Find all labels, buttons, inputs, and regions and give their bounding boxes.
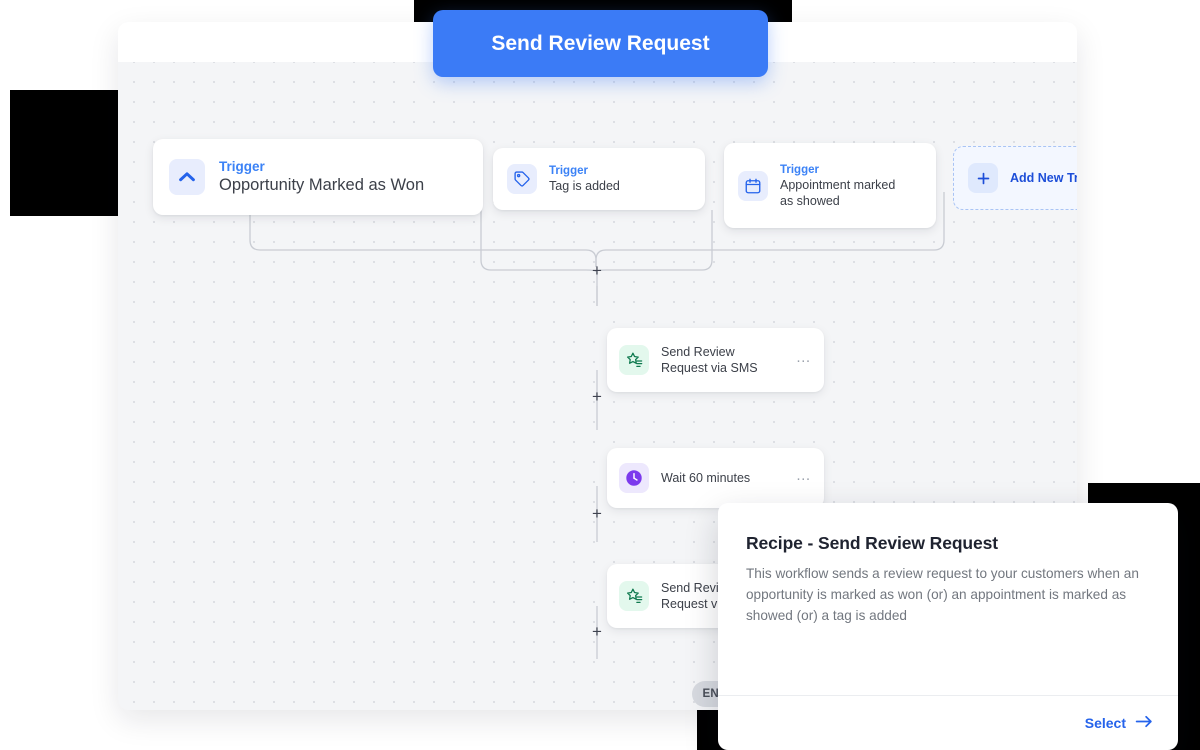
plus-icon bbox=[968, 163, 998, 193]
send-review-request-button[interactable]: Send Review Request bbox=[433, 10, 768, 77]
trigger-name: Opportunity Marked as Won bbox=[219, 175, 425, 194]
trigger-label: Trigger bbox=[219, 158, 265, 174]
tag-icon bbox=[507, 164, 537, 194]
trigger-card-opportunity-won[interactable]: Trigger Opportunity Marked as Won bbox=[153, 139, 483, 215]
add-new-trigger-label: Add New Trigger bbox=[1010, 171, 1077, 185]
add-new-trigger-button[interactable]: Add New Trigger bbox=[953, 146, 1077, 210]
recipe-description: This workflow sends a review request to … bbox=[746, 566, 1139, 623]
trigger-name: Appointment marked as showed bbox=[780, 177, 896, 208]
add-step-plus-2[interactable]: + bbox=[592, 387, 602, 406]
recipe-body: Recipe - Send Review Request This workfl… bbox=[718, 503, 1178, 626]
action-node-wait[interactable]: Wait 60 minutes … bbox=[607, 448, 824, 508]
trigger-label: Trigger bbox=[549, 165, 588, 177]
select-label: Select bbox=[1084, 715, 1126, 731]
recipe-panel: Recipe - Send Review Request This workfl… bbox=[718, 503, 1178, 750]
trigger-name: Tag is added bbox=[549, 179, 620, 193]
node-more-options-icon[interactable]: … bbox=[795, 466, 812, 484]
review-star-icon bbox=[619, 581, 649, 611]
action-node-label: Send Review Request via SMS bbox=[661, 345, 758, 375]
action-node-send-review-sms[interactable]: Send Review Request via SMS … bbox=[607, 328, 824, 392]
add-step-plus-4[interactable]: + bbox=[592, 622, 602, 641]
decorative-black-block-left bbox=[10, 90, 118, 216]
recipe-footer: Select bbox=[718, 695, 1178, 750]
calendar-icon bbox=[738, 170, 768, 201]
arrow-right-icon bbox=[1135, 714, 1154, 732]
recipe-title: Recipe - Send Review Request bbox=[746, 533, 999, 553]
trigger-label: Trigger bbox=[780, 163, 819, 176]
clock-icon bbox=[619, 463, 649, 493]
connector-lines bbox=[249, 192, 945, 659]
trigger-card-tag-added[interactable]: Trigger Tag is added bbox=[493, 148, 705, 210]
select-recipe-button[interactable]: Select bbox=[1085, 714, 1154, 732]
add-step-plus-3[interactable]: + bbox=[592, 504, 602, 523]
trigger-card-appointment-showed[interactable]: Trigger Appointment marked as showed bbox=[724, 143, 936, 228]
review-star-icon bbox=[619, 345, 649, 375]
add-step-plus-1[interactable]: + bbox=[592, 261, 602, 280]
node-more-options-icon[interactable]: … bbox=[795, 348, 812, 366]
action-node-label: Wait 60 minutes bbox=[661, 471, 751, 485]
chevron-up-icon bbox=[169, 159, 205, 195]
